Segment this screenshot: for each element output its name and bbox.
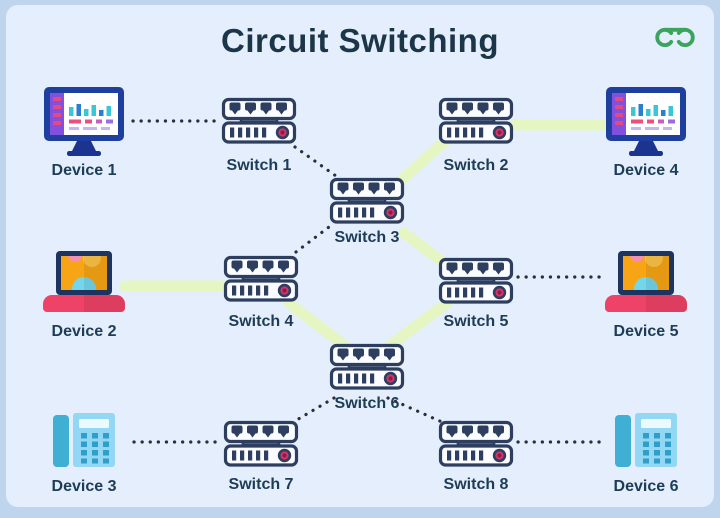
- network-switch-icon: [438, 257, 514, 305]
- node-device-2: Device 2: [42, 249, 126, 341]
- diagram-panel: Circuit Switching: [6, 5, 714, 507]
- connection-wires: [119, 119, 611, 444]
- dotted-line-switch6-switch8: [386, 396, 444, 424]
- node-label: Device 6: [613, 478, 679, 495]
- node-switch-3: Switch 3: [329, 177, 405, 247]
- network-switch-icon: [329, 343, 405, 391]
- node-label: Device 4: [613, 162, 679, 179]
- telephone-icon: [610, 410, 682, 472]
- node-label: Switch 3: [334, 229, 400, 246]
- telephone-icon: [48, 410, 120, 472]
- circuit-path-lines: [119, 119, 611, 352]
- monitor-icon: [42, 85, 126, 157]
- node-device-3: Device 3: [48, 410, 120, 496]
- geeksforgeeks-logo-icon: [655, 27, 695, 47]
- node-switch-8: Switch 8: [438, 420, 514, 494]
- network-switch-icon: [438, 97, 514, 145]
- dotted-link-lines: [131, 119, 606, 444]
- node-label: Switch 6: [334, 395, 400, 412]
- circuit-line-switch4-switch6: [283, 297, 351, 352]
- node-switch-5: Switch 5: [438, 257, 514, 331]
- node-device-1: Device 1: [42, 85, 126, 180]
- node-switch-6: Switch 6: [329, 343, 405, 413]
- node-label: Device 1: [51, 162, 117, 179]
- circuit-line-switch6-switch5: [383, 297, 453, 352]
- network-switch-icon: [223, 420, 299, 468]
- network-switch-icon: [438, 420, 514, 468]
- dotted-line-switch1-switch3: [293, 145, 338, 178]
- monitor-icon: [604, 85, 688, 157]
- node-label: Switch 2: [443, 157, 509, 174]
- page-title: Circuit Switching: [220, 22, 499, 59]
- network-switch-icon: [223, 255, 299, 303]
- node-label: Switch 1: [226, 157, 292, 174]
- node-device-5: Device 5: [604, 249, 688, 341]
- node-switch-2: Switch 2: [438, 97, 514, 175]
- circuit-line-switch5-switch3: [398, 227, 450, 269]
- circuit-switching-diagram: Circuit Switching: [6, 5, 714, 507]
- node-label: Switch 4: [228, 313, 294, 330]
- network-switch-icon: [221, 97, 297, 145]
- node-switch-7: Switch 7: [223, 420, 299, 494]
- laptop-icon: [604, 249, 688, 317]
- node-switch-4: Switch 4: [223, 255, 299, 331]
- dotted-line-switch4-switch3: [294, 225, 331, 254]
- node-label: Switch 8: [443, 476, 509, 493]
- node-device-4: Device 4: [604, 85, 688, 180]
- circuit-line-switch3-switch2: [392, 136, 450, 189]
- node-label: Device 2: [51, 323, 117, 340]
- node-label: Device 5: [613, 323, 679, 340]
- network-switch-icon: [329, 177, 405, 225]
- node-device-6: Device 6: [610, 410, 682, 496]
- node-switch-1: Switch 1: [221, 97, 297, 175]
- node-label: Switch 7: [228, 476, 294, 493]
- node-label: Device 3: [51, 478, 117, 495]
- dotted-line-switch6-switch7: [293, 396, 336, 423]
- node-label: Switch 5: [443, 313, 509, 330]
- laptop-icon: [42, 249, 126, 317]
